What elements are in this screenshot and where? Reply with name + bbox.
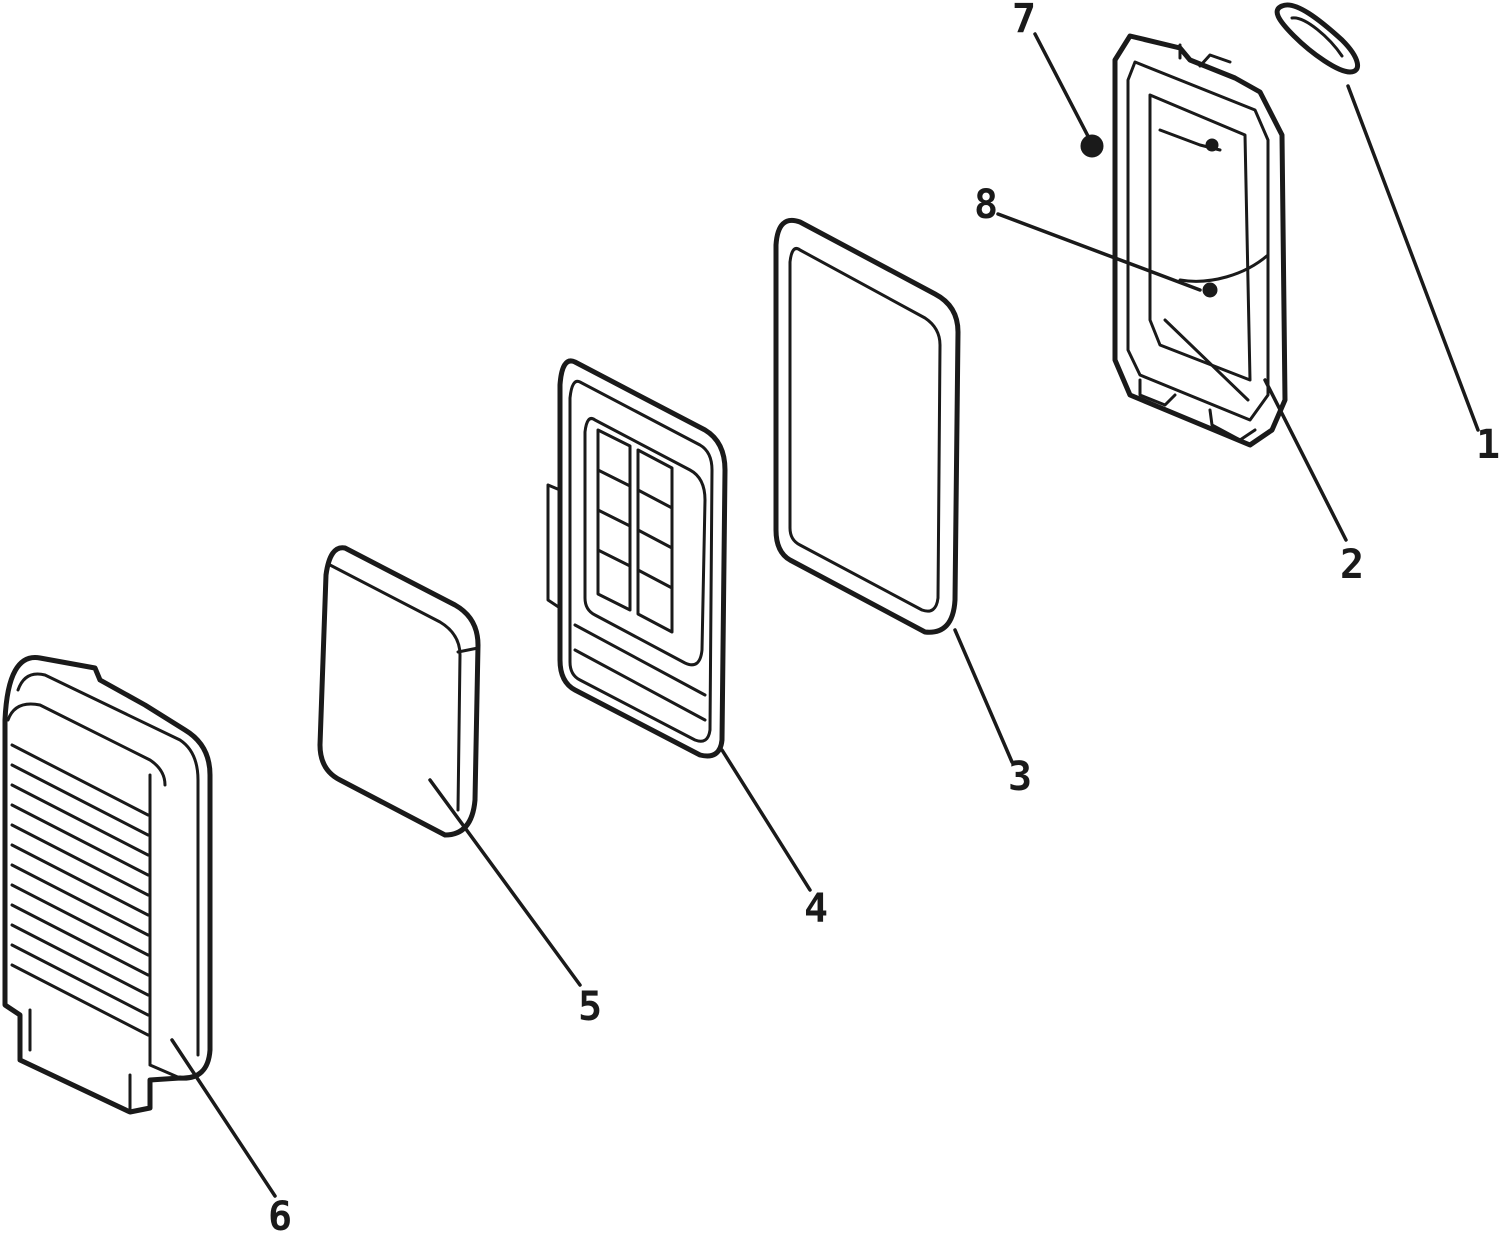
leader-6 bbox=[170, 1038, 277, 1198]
part-3-gasket bbox=[773, 217, 961, 635]
leader-5 bbox=[428, 778, 582, 987]
leader-1 bbox=[1346, 84, 1480, 432]
callout-1: 1 bbox=[1476, 422, 1500, 468]
part-4-filter-frame bbox=[546, 358, 728, 759]
callout-3: 3 bbox=[1008, 754, 1032, 800]
part-1-washer bbox=[1274, 2, 1360, 75]
leader-8 bbox=[996, 212, 1202, 292]
callout-2: 2 bbox=[1340, 542, 1364, 588]
callout-8: 8 bbox=[974, 182, 998, 228]
callout-7: 7 bbox=[1012, 0, 1036, 42]
leader-3 bbox=[953, 628, 1014, 764]
part-7-screw bbox=[1080, 134, 1104, 158]
callout-4: 4 bbox=[804, 886, 828, 932]
leader-4 bbox=[720, 748, 812, 892]
part-6-cover bbox=[2, 655, 213, 1115]
part-2-housing bbox=[1112, 33, 1288, 448]
leader-2 bbox=[1263, 378, 1348, 542]
filter-grid bbox=[596, 428, 674, 634]
cover-louvers bbox=[10, 743, 150, 1037]
leader-7 bbox=[1033, 32, 1092, 142]
part-5-filter-pad bbox=[317, 545, 481, 838]
callout-6: 6 bbox=[268, 1194, 292, 1236]
leader-lines bbox=[170, 32, 1480, 1198]
callout-5: 5 bbox=[578, 984, 602, 1030]
